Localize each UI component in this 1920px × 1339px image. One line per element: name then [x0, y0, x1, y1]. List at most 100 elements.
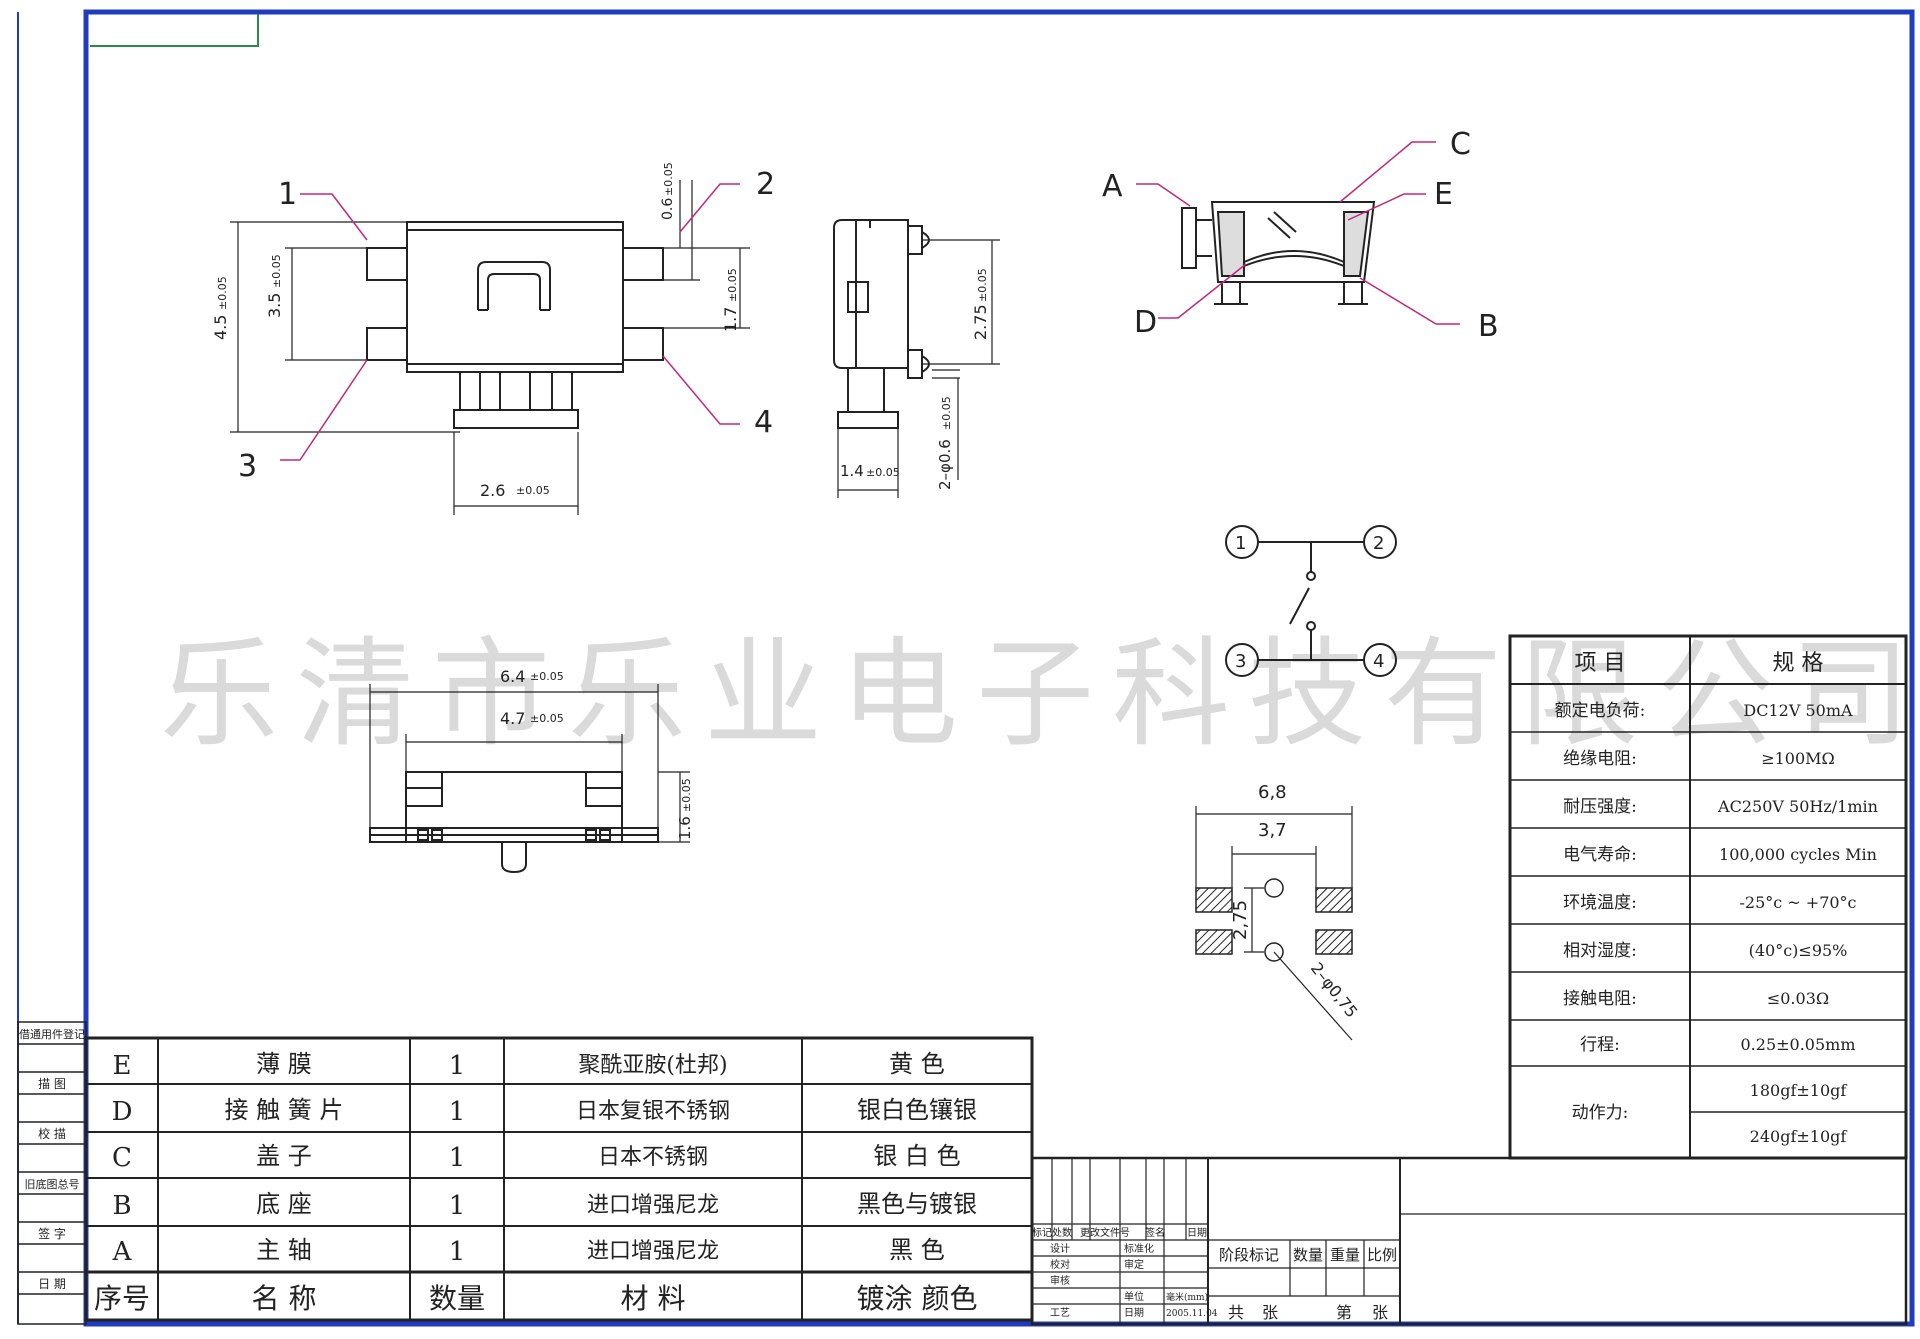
spec-value-7: 0.25±0.05mm [1741, 1035, 1856, 1054]
side-view-labels: 2.75 ±0.05 2–φ0.6 ±0.05 1.4 ±0.05 [840, 268, 990, 490]
side-stem [847, 367, 885, 413]
spec-item-7: 行程: [1580, 1035, 1620, 1055]
dim-total-tol: ±0.05 [530, 670, 564, 683]
strip-3: 旧底图总号 [25, 1177, 80, 1191]
tb-date: 2005.11.04 [1166, 1309, 1218, 1319]
dim-pad-gap: 1.7 [721, 307, 740, 332]
section-label-a: A [1102, 169, 1123, 204]
bom-code-2: C [112, 1143, 132, 1173]
callout-2: 2 [756, 167, 775, 202]
tb-rev-1: 处数 [1052, 1226, 1072, 1239]
pad-2 [622, 247, 664, 281]
dim-h-inner: 3.5 [265, 293, 284, 318]
dim-peg: 2–φ0.6 [936, 439, 954, 490]
spec-value-6: ≤0.03Ω [1767, 989, 1829, 1008]
bom-qty-3: 1 [449, 1191, 466, 1221]
schematic [1225, 525, 1397, 677]
pin-4: 4 [1373, 651, 1384, 672]
spec-item-4: 环境温度: [1563, 893, 1637, 913]
bom-qty-0: 1 [449, 1051, 466, 1081]
dim-pitch-tol: ±0.05 [976, 268, 989, 302]
tb-sheet-2: 第 [1336, 1303, 1352, 1322]
frame-corner-mark [90, 14, 259, 47]
tb-sheet-0: 共 [1228, 1303, 1244, 1322]
bottom-view [369, 684, 690, 874]
bom-material-0: 聚酰亚胺(杜邦) [578, 1053, 727, 1078]
pad-1 [366, 247, 408, 281]
dim-peg-tol: ±0.05 [940, 396, 953, 430]
bom-code-3: B [112, 1191, 131, 1221]
pin-3: 3 [1235, 651, 1246, 672]
front-view [230, 180, 750, 515]
tb-role2-1: 审定 [1124, 1258, 1144, 1271]
callout-1: 1 [278, 177, 297, 212]
spec-item-6: 接触电阻: [1563, 989, 1637, 1009]
spec-value-3: 100,000 cycles Min [1719, 845, 1877, 864]
fp-w-inner: 3,7 [1258, 820, 1287, 841]
pin-1: 1 [1235, 533, 1246, 554]
bom-material-4: 进口增强尼龙 [587, 1239, 719, 1264]
section-label-b: B [1478, 309, 1499, 344]
pad-3 [366, 327, 408, 361]
bom-code-1: D [112, 1097, 133, 1127]
dim-height: 1.6 [676, 816, 694, 840]
tb-rev-0: 标记 [1032, 1227, 1052, 1239]
tb-role2-3: 日期 [1124, 1307, 1144, 1319]
spec-item-3: 电气寿命: [1563, 845, 1637, 865]
tb-stage-0: 阶段标记 [1219, 1246, 1279, 1264]
strip-1: 描 图 [38, 1077, 66, 1091]
bom-finish-1: 银白色镶银 [857, 1096, 977, 1124]
dim-height-tol: ±0.05 [680, 778, 693, 812]
bom-name-1: 接 触 簧 片 [225, 1096, 344, 1124]
section-label-c: C [1450, 127, 1471, 162]
pad-4 [622, 327, 664, 361]
bom-finish-4: 黑 色 [889, 1236, 945, 1264]
bom-table [84, 1036, 1034, 1322]
strip-5: 日 期 [38, 1277, 66, 1291]
stem-body [459, 371, 573, 411]
pin-2: 2 [1373, 533, 1384, 554]
bom-code-0: E [113, 1051, 132, 1081]
dim-body: 4.7 [500, 709, 525, 728]
tb-role-1: 校对 [1050, 1258, 1070, 1271]
tb-rev-4: 日期 [1187, 1227, 1207, 1239]
tb-sheet-3: 张 [1372, 1303, 1388, 1322]
bom-header-name: 名 称 [252, 1282, 317, 1315]
spec-table-text: 项 目 规 格 额定电负荷: DC12V 50mA 绝缘电阻: ≥100MΩ 耐… [1555, 651, 1878, 1146]
section-label-e: E [1434, 177, 1453, 212]
schematic-pins: 1 2 3 4 [1235, 533, 1384, 672]
dim-h-outer-tol: ±0.05 [216, 276, 229, 310]
section-label-d: D [1134, 305, 1157, 340]
title-block-text: 标记 处数 更改文件号 签名 日期 设计 校对 审核 工艺 标准化 审定 单位 … [1032, 1226, 1397, 1322]
bom-header-code: 序号 [94, 1282, 150, 1315]
spec-item-5: 相对湿度: [1563, 941, 1637, 961]
bom-finish-2: 银 白 色 [873, 1142, 960, 1170]
bom-header-material: 材 料 [621, 1282, 686, 1315]
section-spring [1243, 250, 1345, 263]
spec-item-0: 额定电负荷: [1555, 701, 1646, 721]
bom-header-qty: 数量 [429, 1282, 485, 1315]
dim-h-inner-tol: ±0.05 [270, 254, 283, 288]
stem-base [453, 409, 579, 429]
fp-w-outer: 6,8 [1258, 782, 1287, 803]
spec-value-5: (40°c)≤95% [1749, 941, 1848, 960]
strip-0: 借通用件登记 [19, 1027, 85, 1041]
spec-value-1: ≥100MΩ [1761, 749, 1835, 768]
bom-finish-3: 黑色与镀银 [857, 1190, 977, 1218]
tb-rev-2: 更改文件号 [1080, 1226, 1130, 1239]
spec-value-0: DC12V 50mA [1743, 701, 1853, 720]
dim-base-tol: ±0.05 [866, 466, 900, 479]
bom-qty-4: 1 [449, 1237, 466, 1267]
spec-item-1: 绝缘电阻: [1563, 749, 1637, 769]
dim-total: 6.4 [500, 667, 525, 686]
spec-item-2: 耐压强度: [1563, 797, 1637, 817]
dim-pad-w: 0.6 [660, 198, 676, 220]
footprint [1195, 806, 1353, 1041]
title-block [1030, 1156, 1908, 1326]
side-body [833, 219, 909, 369]
strip-4: 签 字 [38, 1226, 66, 1241]
callout-4: 4 [754, 405, 773, 440]
tb-stage-2: 重量 [1330, 1246, 1360, 1264]
spec-value-4: -25°c ~ +70°c [1739, 893, 1856, 912]
